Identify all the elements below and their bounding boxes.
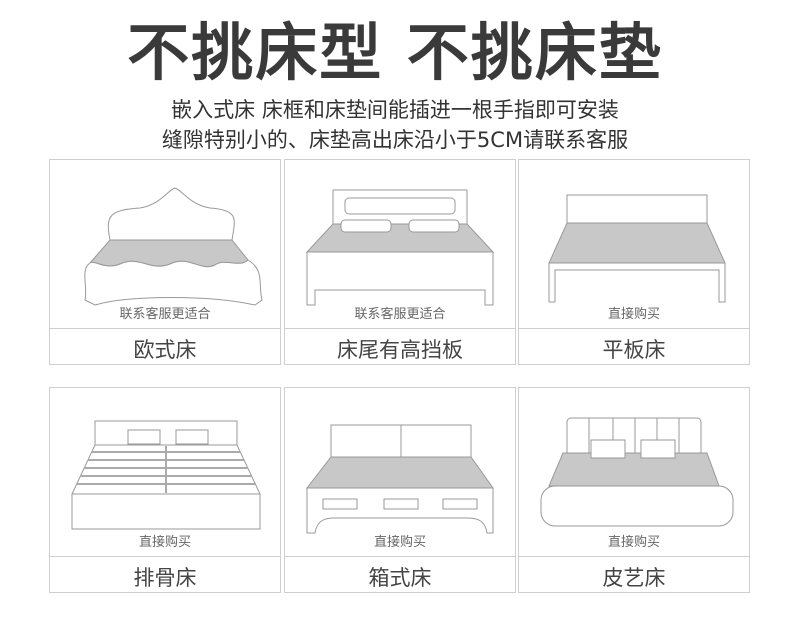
card-hint: 直接购买 [373, 535, 426, 550]
card-hint: 直接购买 [138, 535, 191, 550]
leather-bed-icon [540, 417, 734, 527]
divider [285, 328, 515, 329]
subtitle-line-1: 嵌入式床 床框和床垫间能插进一根手指即可安装 [171, 98, 619, 122]
card-name: 皮艺床 [602, 566, 666, 590]
divider [519, 328, 749, 329]
high-footboard-bed-icon [305, 189, 495, 306]
card-hint: 直接购买 [607, 535, 660, 550]
bed-type-card-platform: 直接购买 平板床 [518, 159, 750, 365]
bed-type-card-leather: 直接购买 皮艺床 [518, 387, 750, 593]
bed-type-card-storage: 直接购买 箱式床 [284, 387, 516, 593]
divider [50, 328, 280, 329]
card-name: 床尾有高挡板 [337, 338, 463, 362]
card-hint: 直接购买 [607, 307, 660, 322]
platform-bed-icon [548, 194, 726, 303]
card-hint: 联系客服更适合 [119, 307, 211, 322]
storage-bed-icon [305, 424, 494, 534]
bed-type-card-high-footboard: 联系客服更适合 床尾有高挡板 [284, 159, 516, 365]
card-name: 排骨床 [133, 566, 197, 590]
card-name: 箱式床 [368, 566, 432, 590]
card-name: 平板床 [602, 338, 666, 362]
headline: 不挑床型 不挑床垫 [127, 16, 663, 89]
bed-type-card-european: 联系客服更适合 欧式床 [49, 159, 281, 365]
divider [50, 556, 280, 557]
european-bed-icon [84, 187, 263, 306]
subtitle-line-2: 缝隙特别小的、床垫高出床沿小于5CM请联系客服 [161, 128, 629, 152]
card-hint: 联系客服更适合 [354, 307, 446, 322]
divider [519, 556, 749, 557]
bed-type-card-slat: 直接购买 排骨床 [49, 387, 281, 593]
card-name: 欧式床 [133, 338, 197, 362]
divider [285, 556, 515, 557]
slat-bed-icon [71, 420, 261, 530]
